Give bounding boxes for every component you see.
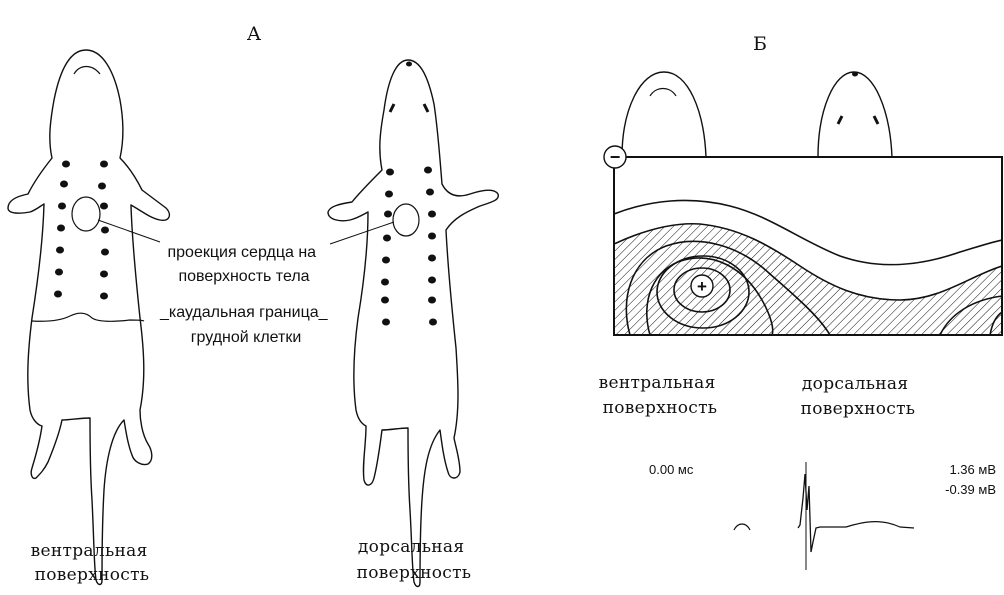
electrode-dot	[428, 276, 436, 284]
ventral-nose	[73, 65, 101, 75]
caudal-border-line-2: грудной клетки	[191, 329, 302, 346]
dorsal-eye-right	[422, 103, 430, 113]
panel-a-ventral-caption: вентральная поверхность	[31, 541, 154, 585]
isoline-right-2	[989, 311, 1002, 335]
electrode-dot	[428, 296, 436, 304]
dorsal-electrodes	[381, 166, 437, 326]
caption-line-1: вентральная	[31, 541, 148, 561]
caudal-border-line-1: _каудальная граница_	[159, 304, 329, 321]
electrode-dot	[429, 318, 437, 326]
electrode-dot	[382, 256, 390, 264]
isoline-zero	[614, 222, 1002, 301]
negative-extremum-marker	[603, 145, 627, 169]
electrode-dot	[424, 166, 432, 174]
electrode-dot	[100, 292, 108, 300]
panel-b-dorsal-eye-right	[872, 115, 880, 125]
isoline-upper	[614, 199, 1002, 266]
electrode-dot	[383, 234, 391, 242]
caption-line-2: поверхность	[603, 398, 718, 418]
time-readout: 0.00 мс	[649, 462, 694, 477]
dorsal-rat-outline	[327, 59, 499, 588]
isoline-1	[625, 240, 831, 335]
ventral-rat	[7, 49, 171, 586]
p-wave	[733, 523, 751, 531]
panel-b-ventral-head	[621, 71, 707, 158]
min-readout: -0.39 мВ	[945, 482, 996, 497]
potential-map: +	[613, 156, 1003, 336]
dorsal-eye-left	[388, 103, 396, 113]
electrode-dot	[62, 160, 70, 168]
panel-a-dorsal-caption: дорсальная поверхность	[357, 537, 472, 583]
electrode-dot	[56, 246, 64, 254]
isoline-right	[939, 295, 1002, 335]
heart-projection-line-2: поверхность тела	[178, 268, 309, 285]
heart-projection-line-1: проекция сердца на	[167, 244, 316, 261]
electrode-dot	[100, 270, 108, 278]
isoline-3	[656, 255, 750, 329]
electrode-dot	[428, 254, 436, 262]
ventral-heart-projection	[71, 196, 101, 232]
dorsal-heart-projection	[392, 203, 420, 237]
electrode-dot	[426, 188, 434, 196]
electrode-dot	[101, 226, 109, 234]
electrode-dot	[382, 318, 390, 326]
isoline-4	[673, 267, 731, 313]
caption-line-1: вентральная	[599, 373, 716, 393]
leader-line-ventral-heart	[97, 219, 161, 243]
electrode-dot	[385, 190, 393, 198]
heart-projection-label: проекция сердца на поверхность тела	[167, 244, 320, 285]
electrode-dot	[386, 168, 394, 176]
electrode-dot	[101, 248, 109, 256]
electrode-dot	[428, 210, 436, 218]
caudal-border-label: _каудальная граница_ грудной клетки	[159, 304, 332, 346]
panel-a-label: А	[247, 23, 262, 45]
caption-line-2: поверхность	[801, 399, 916, 419]
electrode-dot	[98, 182, 106, 190]
panel-b-ventral-caption: вентральная поверхность	[599, 373, 722, 418]
electrode-dot	[100, 202, 108, 210]
panel-b-dorsal-caption: дорсальная поверхность	[801, 374, 916, 419]
caption-line-2: поверхность	[357, 563, 472, 583]
electrode-dot	[54, 290, 62, 298]
qrs-complex	[797, 473, 821, 553]
positive-extremum-marker	[690, 274, 714, 298]
electrode-dot	[57, 224, 65, 232]
caption-line-1: дорсальная	[358, 537, 465, 557]
panel-b-dorsal-head	[817, 71, 893, 158]
panel-b-label: Б	[753, 33, 767, 55]
plus-sign: +	[697, 277, 707, 296]
electrode-dot	[381, 278, 389, 286]
ventral-rat-outline	[7, 49, 171, 586]
dorsal-nose-tip	[406, 61, 412, 67]
electrode-dot	[58, 202, 66, 210]
electrode-dot	[381, 296, 389, 304]
isoline-2	[646, 257, 774, 335]
leader-line-dorsal-heart	[329, 221, 395, 245]
positive-region	[614, 223, 1002, 335]
electrode-dot	[428, 232, 436, 240]
map-frame	[613, 156, 1003, 336]
ventral-caudal-border	[31, 312, 145, 322]
panel-b-ventral-nose	[649, 87, 677, 97]
ventral-electrodes	[54, 160, 109, 300]
caption-line-1: дорсальная	[802, 374, 909, 394]
electrode-dot	[60, 180, 68, 188]
dorsal-rat	[327, 59, 499, 588]
electrode-dot	[55, 268, 63, 276]
t-wave	[820, 521, 915, 529]
electrode-dot	[100, 160, 108, 168]
panel-b-dorsal-nose	[852, 71, 858, 77]
caption-line-2: поверхность	[35, 565, 150, 585]
electrode-dot	[384, 210, 392, 218]
panel-b-dorsal-eye-left	[836, 115, 844, 125]
minus-sign: −	[610, 147, 621, 167]
ecg-trace	[733, 462, 915, 570]
max-readout: 1.36 мВ	[949, 462, 996, 477]
